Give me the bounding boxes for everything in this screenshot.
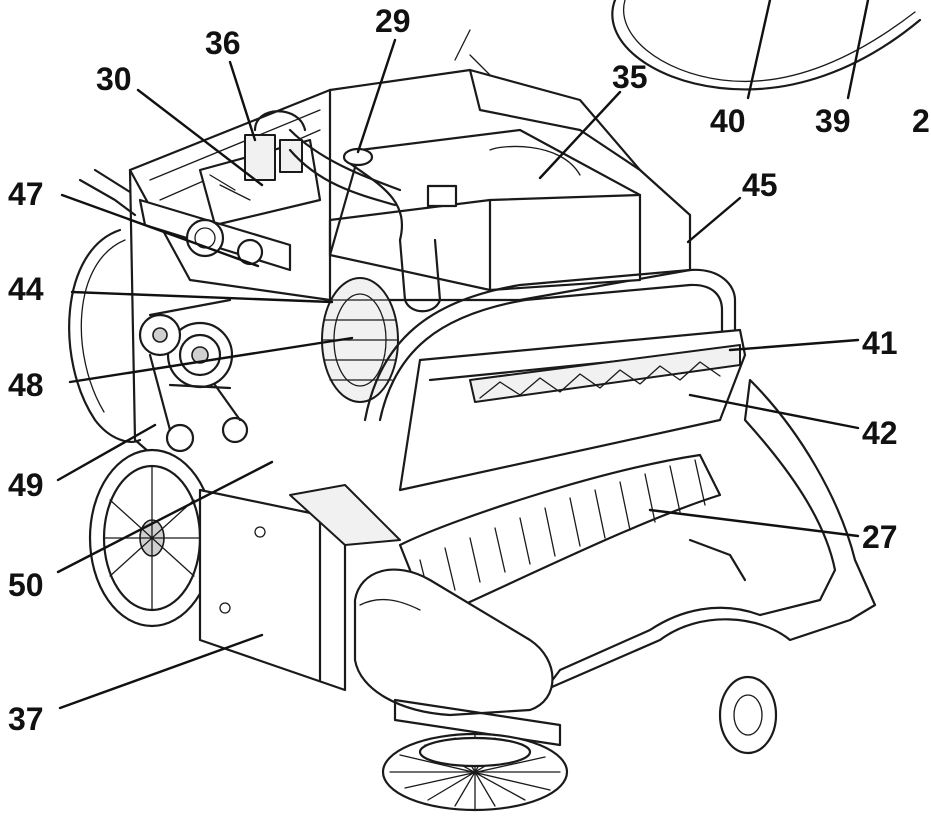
leader-48: [68, 336, 354, 384]
leader-45: [686, 196, 742, 244]
callout-42: 42: [862, 415, 898, 451]
leader-49: [56, 423, 157, 482]
callout-47: 47: [8, 176, 44, 212]
hopper-tray: [543, 378, 877, 692]
callout-29: 29: [375, 3, 411, 39]
callout-39: 39: [815, 103, 851, 139]
callout-49: 49: [8, 467, 44, 503]
callout-labels: 36 29 30 35 40 39 2 45 47 44 41 48 42 49…: [8, 3, 930, 737]
leader-41: [728, 338, 860, 352]
leader-27: [648, 508, 860, 538]
callout-36: 36: [205, 25, 241, 61]
callout-37: 37: [8, 701, 44, 737]
callout-27: 27: [862, 519, 898, 555]
belt-drive: [138, 298, 249, 453]
leader-44: [70, 290, 334, 304]
callout-45: 45: [742, 167, 778, 203]
callout-35: 35: [612, 59, 648, 95]
leader-36: [228, 60, 257, 142]
callout-40: 40: [710, 103, 746, 139]
filter-housing-box: [328, 128, 642, 292]
side-brush: [381, 732, 569, 812]
rear-wheel: [88, 448, 216, 628]
side-housing: [198, 484, 401, 692]
leader-35: [538, 90, 622, 180]
callout-44: 44: [8, 271, 44, 307]
callout-50: 50: [8, 567, 44, 603]
callout-48: 48: [8, 367, 44, 403]
hopper-handle-frame: [363, 268, 747, 492]
suction-hose: [288, 128, 442, 313]
dial-panel: [78, 168, 292, 272]
leader-42: [688, 393, 860, 430]
leader-50: [56, 460, 274, 574]
leader-lines: [56, 0, 870, 710]
leader-29: [356, 38, 397, 154]
leader-39: [846, 0, 870, 100]
cable-loop-drawing: [68, 228, 142, 443]
callout-41: 41: [862, 325, 898, 361]
leader-47: [60, 193, 260, 268]
caster-wheel: [718, 675, 778, 755]
side-brush-arm: [353, 568, 562, 747]
callout-2: 2: [912, 103, 930, 139]
callout-30: 30: [96, 61, 132, 97]
leader-37: [58, 633, 264, 710]
leader-40: [746, 0, 772, 100]
leader-30: [136, 88, 264, 187]
